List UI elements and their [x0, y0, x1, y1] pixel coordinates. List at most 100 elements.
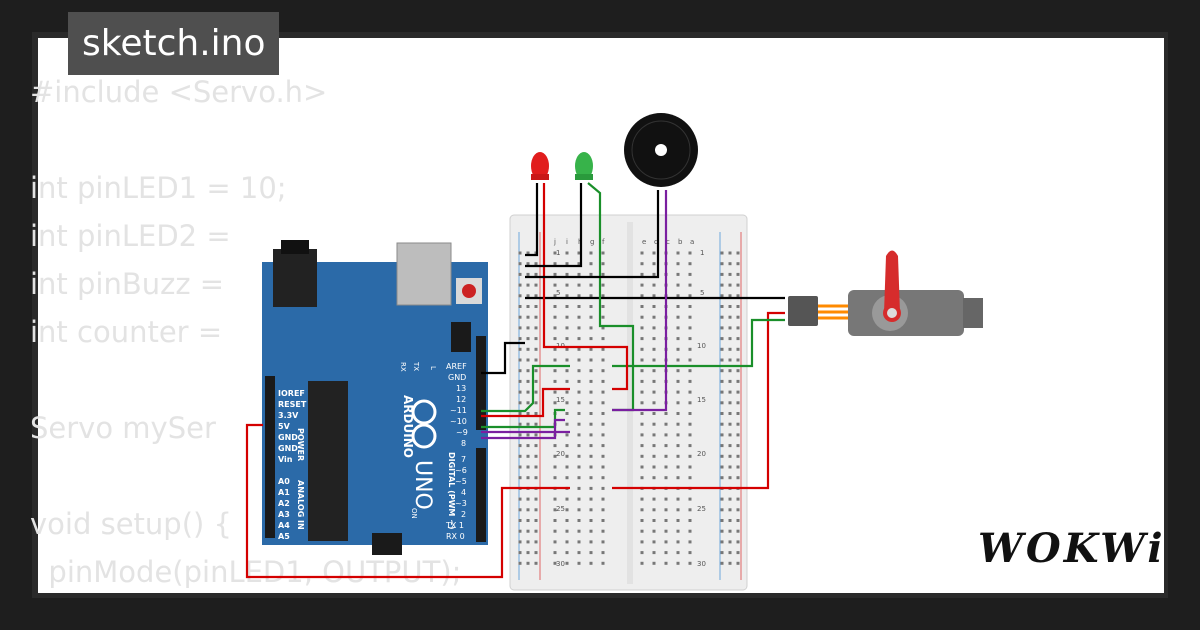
breadboard-hole	[652, 519, 656, 522]
led-red[interactable]	[531, 152, 549, 180]
breadboard-hole	[553, 454, 557, 458]
breadboard-hole	[534, 412, 538, 415]
reset-button[interactable]	[462, 284, 476, 298]
breadboard-hole	[534, 529, 538, 533]
file-tab[interactable]: sketch.ino	[68, 12, 280, 75]
center-channel	[627, 222, 633, 584]
breadboard-hole	[640, 337, 644, 341]
breadboard-hole	[577, 315, 581, 319]
row-number: 30	[697, 560, 706, 568]
led-green-base	[575, 174, 593, 180]
breadboard-hole	[526, 454, 530, 458]
breadboard-hole	[534, 294, 538, 298]
breadboard-hole	[720, 294, 724, 298]
breadboard-hole	[676, 390, 680, 394]
buzzer-ring	[631, 120, 691, 180]
servo-motor[interactable]	[788, 250, 983, 337]
breadboard-hole	[518, 251, 522, 255]
breadboard-hole	[518, 294, 522, 298]
pin-label-a5: A5	[278, 532, 290, 541]
breadboard-hole	[720, 465, 724, 469]
breadboard-hole	[534, 283, 538, 287]
breadboard-hole	[736, 412, 740, 415]
breadboard-hole	[526, 251, 530, 255]
breadboard-hole	[676, 379, 680, 383]
led-green[interactable]	[575, 152, 593, 180]
breadboard-hole	[676, 529, 680, 533]
breadboard-hole	[652, 337, 656, 341]
breadboard-hole	[736, 251, 740, 255]
breadboard-hole	[518, 454, 522, 458]
pin-label-gnd: GND	[278, 433, 298, 442]
icsp-header	[372, 533, 402, 555]
breadboard-hole	[565, 422, 569, 426]
row-number: 15	[697, 396, 706, 404]
breadboard-hole	[534, 369, 538, 373]
breadboard-hole	[565, 294, 569, 298]
breadboard-hole	[728, 305, 732, 308]
breadboard-hole	[736, 272, 740, 276]
col-letter: d	[654, 238, 658, 246]
breadboard-hole	[736, 465, 740, 469]
breadboard-hole	[577, 508, 581, 512]
breadboard-hole	[652, 283, 656, 287]
breadboard-hole	[553, 529, 557, 533]
breadboard-hole	[601, 540, 605, 544]
breadboard-hole	[688, 508, 692, 512]
breadboard-hole	[652, 401, 656, 405]
breadboard-hole	[601, 390, 605, 394]
breadboard-hole	[589, 454, 593, 458]
breadboard-hole	[676, 497, 680, 501]
breadboard-hole	[518, 401, 522, 405]
breadboard-hole	[589, 251, 593, 255]
breadboard-hole	[553, 315, 557, 319]
breadboard-hole	[526, 422, 530, 426]
breadboard-hole	[728, 337, 732, 341]
pin-label-13: 13	[456, 384, 466, 393]
breadboard-hole	[728, 476, 732, 480]
breadboard-hole	[720, 476, 724, 480]
breadboard-hole	[676, 412, 680, 415]
breadboard-hole	[728, 390, 732, 394]
breadboard-hole	[688, 519, 692, 522]
wire-buzzer-purple	[612, 190, 668, 412]
breadboard-hole	[736, 390, 740, 394]
breadboard-hole	[589, 347, 593, 351]
wires	[245, 182, 785, 579]
icsp-header-2	[451, 322, 471, 352]
breadboard-hole	[565, 272, 569, 276]
buzzer[interactable]	[624, 113, 698, 187]
col-letter: a	[690, 238, 694, 246]
breadboard-hole	[736, 508, 740, 512]
breadboard-hole	[676, 401, 680, 405]
wokwi-logo: WOKWi	[978, 525, 1166, 572]
breadboard-hole	[518, 540, 522, 544]
breadboard-hole	[652, 422, 656, 426]
breadboard-hole	[688, 465, 692, 469]
pin-label-3: ~3	[455, 499, 467, 508]
breadboard-hole	[577, 454, 581, 458]
arduino-uno[interactable]: ARDUINO UNO DIGITAL (PWM ~) POWER ANALOG…	[262, 240, 488, 555]
breadboard-hole	[589, 422, 593, 426]
row-number: 30	[556, 560, 565, 568]
breadboard-hole	[652, 358, 656, 362]
breadboard-hole	[736, 540, 740, 544]
breadboard-hole	[577, 465, 581, 469]
breadboard-hole	[601, 465, 605, 469]
breadboard-hole	[553, 497, 557, 501]
breadboard-hole	[664, 551, 668, 555]
breadboard-hole	[736, 283, 740, 287]
breadboard-hole	[589, 358, 593, 362]
breadboard-hole	[526, 540, 530, 544]
breadboard-hole	[664, 454, 668, 458]
breadboard-hole	[518, 262, 522, 266]
breadboard-hole	[676, 465, 680, 469]
breadboard-hole	[652, 262, 656, 266]
buzzer-hole	[655, 144, 667, 156]
breadboard-hole	[601, 561, 605, 565]
breadboard-hole	[688, 272, 692, 276]
breadboard-hole	[577, 444, 581, 448]
breadboard-hole	[577, 497, 581, 501]
pin-label-a1: A1	[278, 488, 290, 497]
breadboard-hole	[589, 444, 593, 448]
